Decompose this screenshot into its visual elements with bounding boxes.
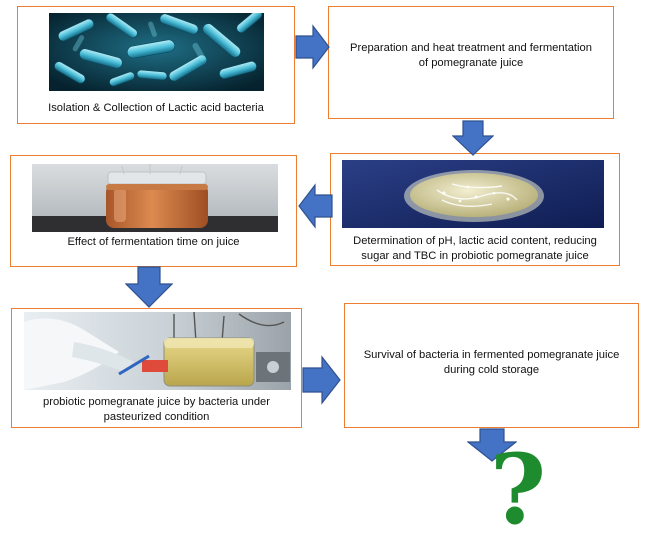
step-1-label: Isolation & Collection of Lactic acid ba…	[48, 102, 264, 114]
step-6-box: Survival of bacteria in fermented pomegr…	[344, 303, 639, 428]
step-3-box: Determination of pH, lactic acid content…	[330, 153, 620, 266]
lactic-acid-bacteria-image	[49, 13, 264, 91]
step-5-box: probiotic pomegranate juice by bacteria …	[11, 308, 302, 428]
step-2-box: Preparation and heat treatment and ferme…	[328, 6, 614, 119]
fermented-juice-jar-image	[32, 164, 278, 232]
arrow-right-icon	[295, 24, 330, 70]
step-1-box: Isolation & Collection of Lactic acid ba…	[17, 6, 295, 124]
step-4-box: Effect of fermentation time on juice	[10, 155, 297, 267]
petri-dish-image	[342, 160, 604, 228]
arrow-down-icon	[452, 120, 494, 156]
step-2-label: Preparation and heat treatment and ferme…	[350, 42, 592, 69]
step-5-label: probiotic pomegranate juice by bacteria …	[43, 396, 270, 423]
step-3-label: Determination of pH, lactic acid content…	[353, 235, 597, 262]
step-4-label: Effect of fermentation time on juice	[67, 236, 240, 248]
arrow-right-icon	[302, 355, 341, 405]
question-mark-icon: ?	[489, 433, 547, 543]
arrow-down-icon	[125, 266, 173, 308]
arrow-down-icon	[467, 428, 517, 462]
step-6-label: Survival of bacteria in fermented pomegr…	[363, 349, 620, 376]
arrow-left-icon	[298, 183, 333, 229]
laboratory-equipment-image	[24, 312, 291, 390]
